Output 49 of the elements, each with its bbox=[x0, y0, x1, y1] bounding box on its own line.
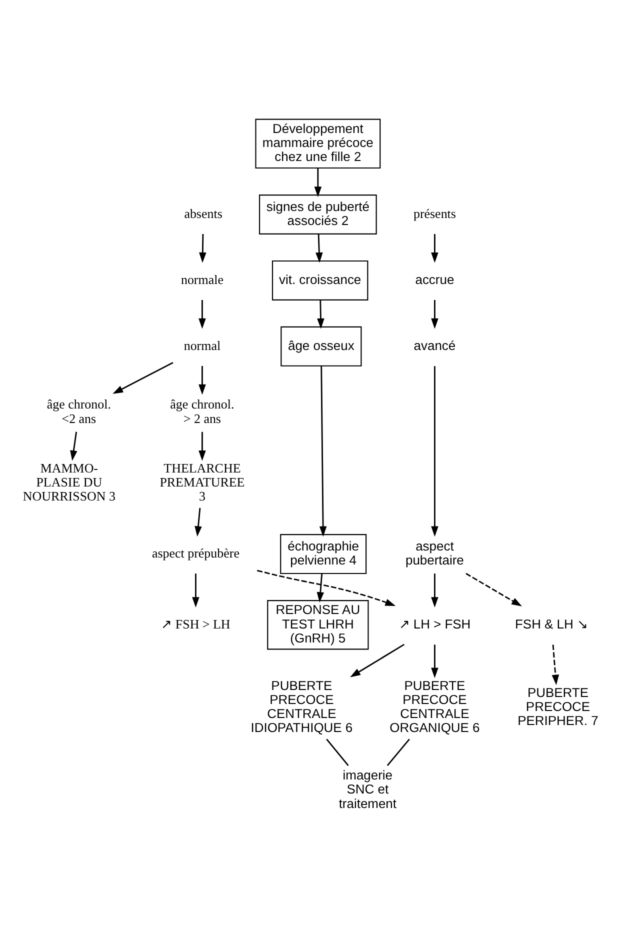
node-text: normal bbox=[184, 338, 221, 353]
node-text: âge chronol. <2 ans bbox=[46, 396, 111, 426]
arrow bbox=[192, 574, 200, 608]
arrow bbox=[256, 570, 396, 606]
node-box: Développement mammaire précoce chez une fille 2 bbox=[255, 118, 381, 169]
node-text: ↗ FSH > LH bbox=[161, 616, 230, 632]
node-text: normale bbox=[180, 272, 224, 287]
node-box: vit. croissance bbox=[272, 260, 368, 300]
node-box: échographie pelvienne 4 bbox=[280, 534, 367, 574]
arrow bbox=[314, 168, 322, 198]
node-text: absents bbox=[184, 206, 222, 221]
arrow bbox=[70, 432, 78, 461]
node-text: avancé bbox=[414, 338, 456, 353]
arrow bbox=[431, 644, 438, 678]
arrow bbox=[431, 234, 438, 263]
arrow bbox=[466, 572, 522, 606]
node-text: FSH & LH ↘ bbox=[515, 616, 588, 632]
node-box: signes de puberté associés 2 bbox=[258, 194, 377, 234]
node-text: MAMMO- PLASIE DU NOURRISSON 3 bbox=[22, 460, 116, 504]
arrow bbox=[316, 234, 323, 263]
node-text: ↗ LH > FSH bbox=[398, 616, 471, 632]
arrow bbox=[198, 432, 206, 461]
arrow bbox=[198, 300, 206, 329]
arrow bbox=[319, 366, 327, 537]
arrow bbox=[112, 362, 174, 394]
arrow bbox=[431, 366, 438, 537]
node-box: âge osseux bbox=[280, 326, 362, 366]
arrow bbox=[431, 300, 438, 329]
node-text: PUBERTE PRECOCE PERIPHER. 7 bbox=[518, 684, 598, 728]
arrow bbox=[552, 644, 560, 686]
connector bbox=[386, 738, 410, 766]
node-text: présents bbox=[413, 206, 456, 221]
node-text: aspect prépubère bbox=[152, 545, 240, 560]
arrow bbox=[431, 574, 438, 608]
node-text: imagerie SNC et traitement bbox=[338, 768, 397, 811]
node-text: THELARCHE PREMATUREE 3 bbox=[160, 460, 245, 504]
arrow bbox=[350, 644, 405, 678]
node-text: âge chronol. > 2 ans bbox=[170, 396, 234, 426]
connector bbox=[326, 738, 349, 766]
node-text: PUBERTE PRECOCE CENTRALE ORGANIQUE 6 bbox=[390, 678, 480, 736]
arrow bbox=[317, 300, 324, 329]
arrow bbox=[199, 234, 206, 263]
node-text: aspect pubertaire bbox=[406, 538, 464, 568]
node-text: PUBERTE PRECOCE CENTRALE IDIOPATHIQUE 6 bbox=[250, 678, 353, 736]
node-text: accrue bbox=[415, 272, 454, 287]
arrow bbox=[198, 366, 206, 395]
arrow bbox=[194, 508, 202, 537]
arrow bbox=[316, 573, 324, 603]
node-box: REPONSE AU TEST LHRH (GnRH) 5 bbox=[267, 600, 369, 650]
